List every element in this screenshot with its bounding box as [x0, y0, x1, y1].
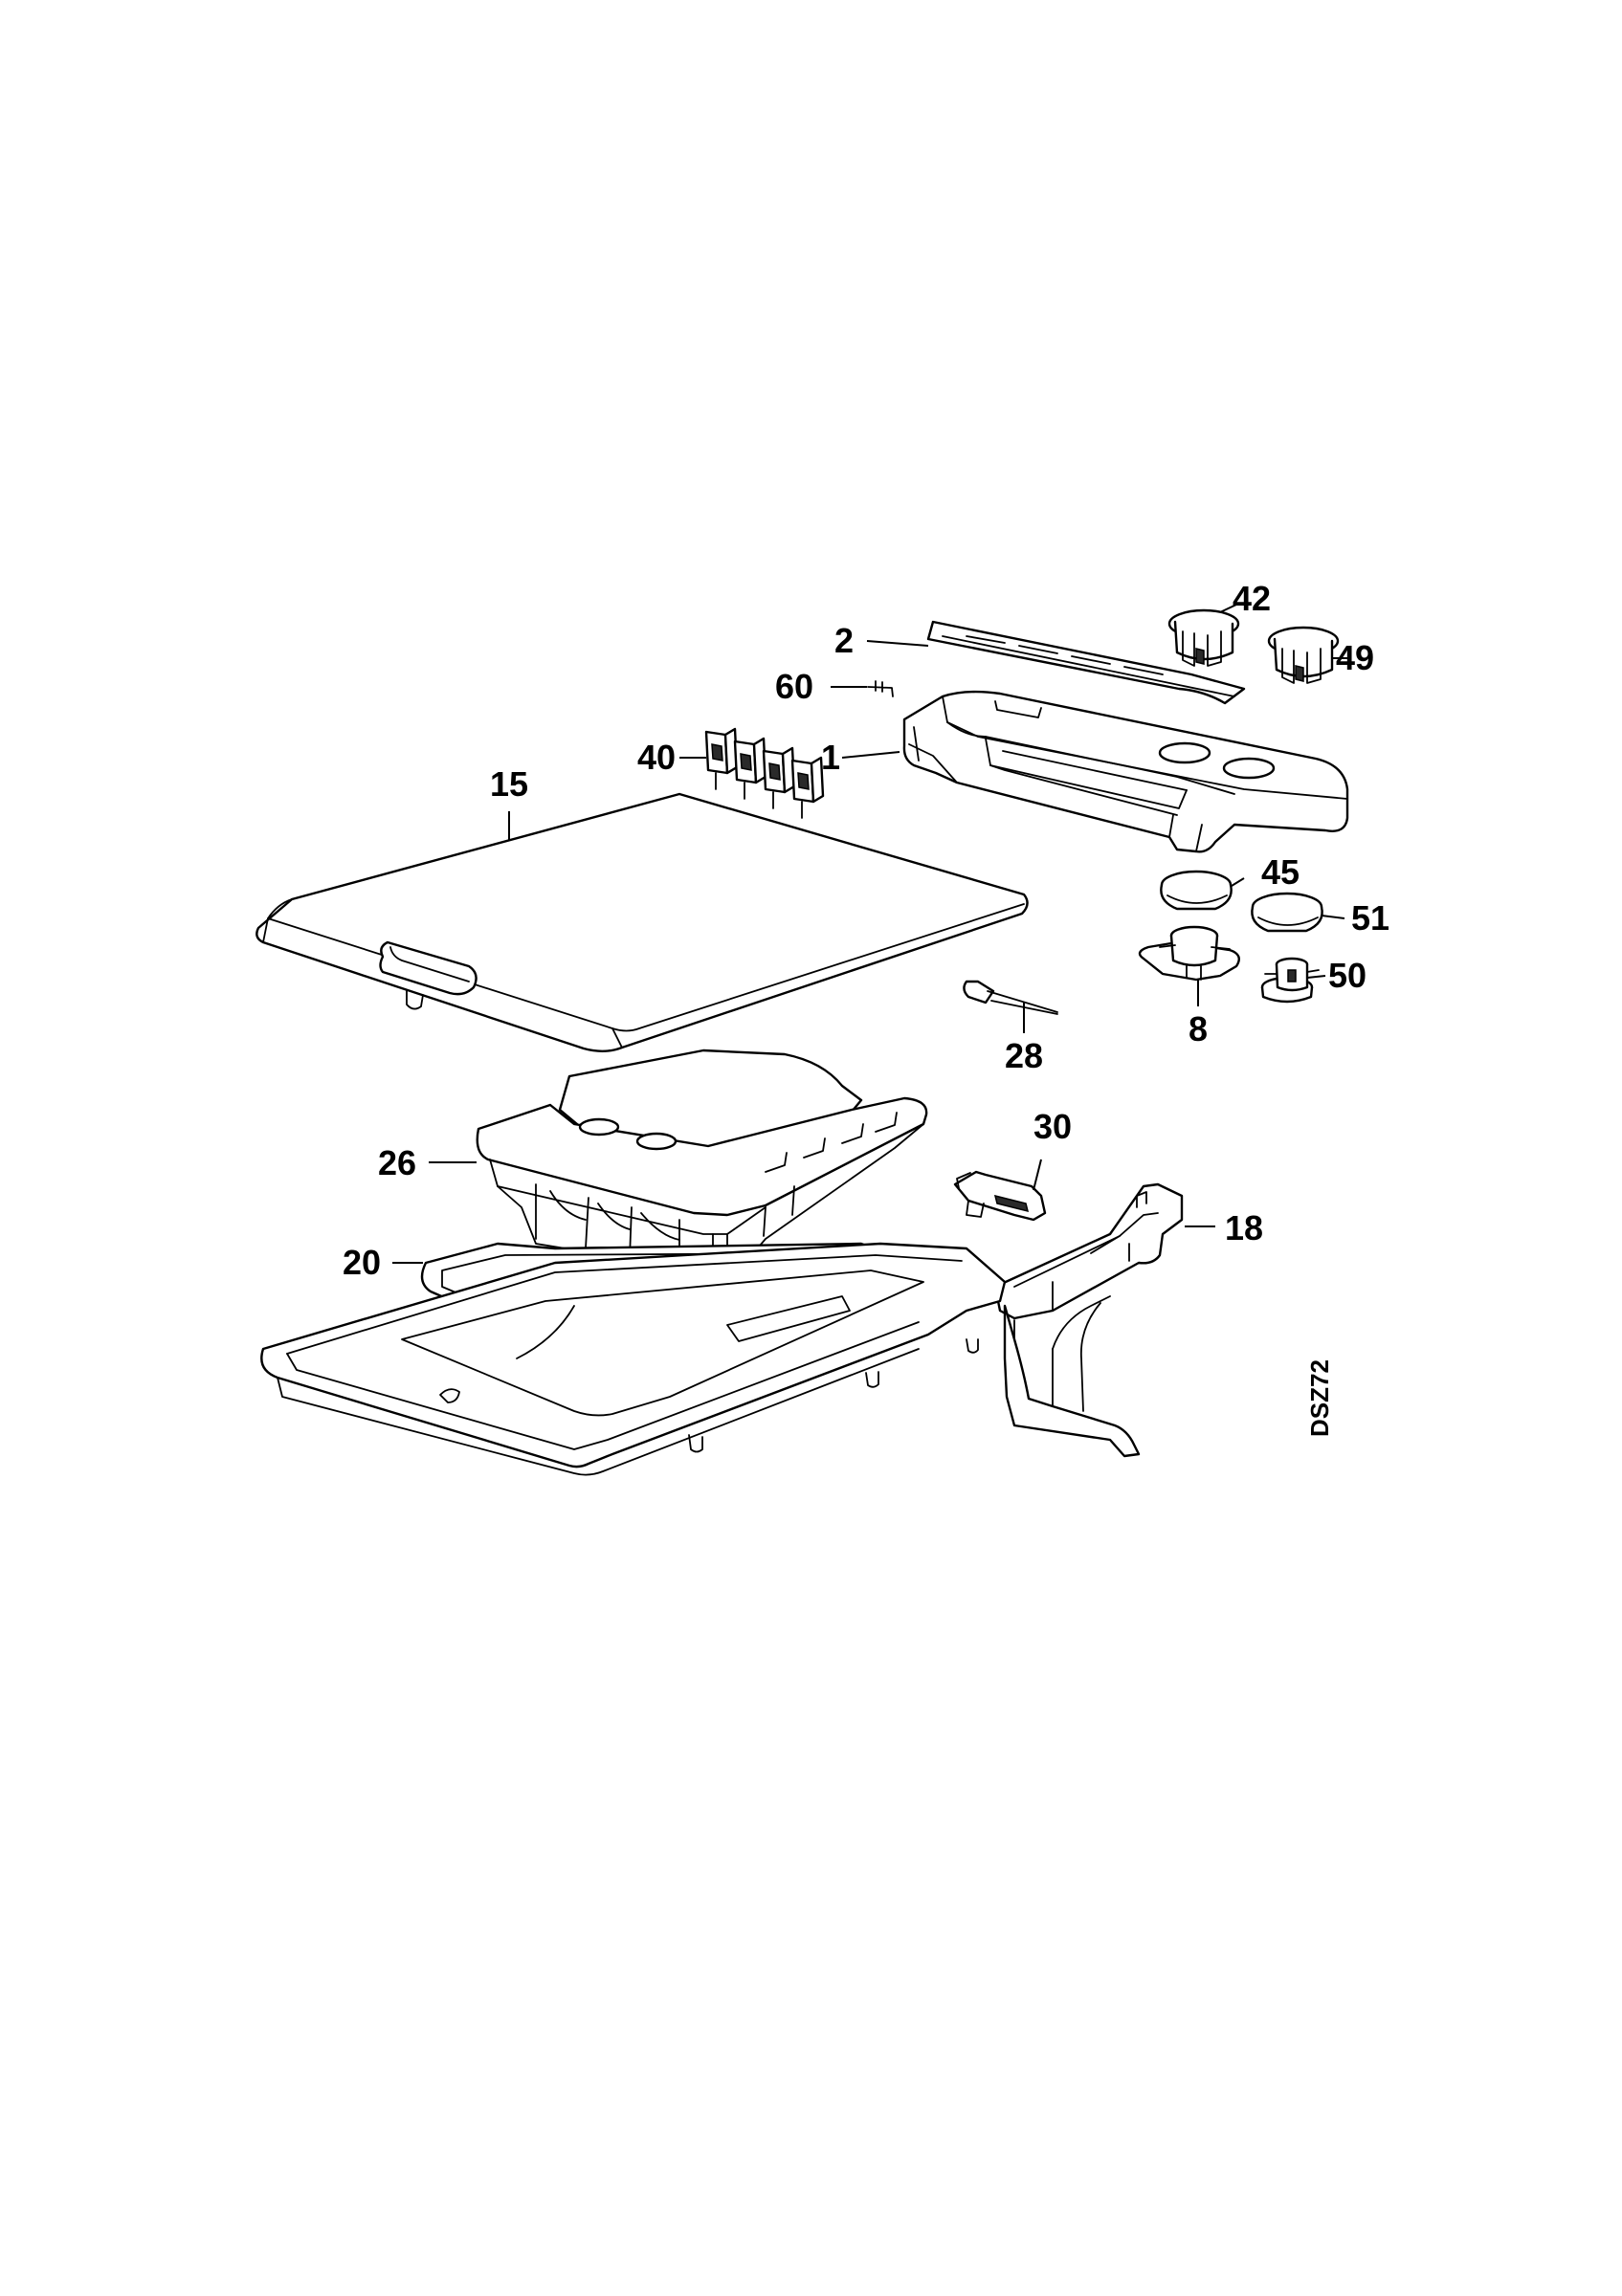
callout-1: 1 — [821, 738, 840, 777]
callout-8: 8 — [1189, 1009, 1208, 1049]
part-18-hinge-bracket — [993, 1182, 1184, 1320]
part-8-spindle-plate — [1138, 925, 1240, 982]
callout-60: 60 — [775, 667, 813, 706]
leader-30 — [1033, 1159, 1042, 1191]
part-51-cap — [1251, 892, 1323, 933]
part-15-top-lid — [256, 792, 1029, 1052]
part-40-switch-block — [704, 727, 825, 819]
part-28-pin — [963, 980, 1058, 1015]
callout-18: 18 — [1225, 1208, 1263, 1247]
leader-50 — [1306, 975, 1326, 979]
callout-15: 15 — [490, 764, 528, 804]
callout-50: 50 — [1328, 956, 1366, 995]
part-49-knob — [1267, 626, 1340, 684]
callout-42: 42 — [1233, 579, 1271, 618]
callout-45: 45 — [1261, 852, 1300, 892]
callout-40: 40 — [637, 738, 676, 777]
leader-lines — [392, 604, 1349, 1264]
callout-20: 20 — [343, 1243, 381, 1282]
leader-51 — [1321, 915, 1345, 919]
callout-49: 49 — [1336, 638, 1374, 677]
leader-45 — [1231, 877, 1245, 887]
part-45-cap — [1160, 870, 1233, 911]
drawing-code: DSZ72 — [1305, 1359, 1334, 1437]
callout-26: 26 — [378, 1143, 416, 1182]
leader-2 — [866, 640, 929, 647]
callout-51: 51 — [1351, 898, 1389, 938]
callout-30: 30 — [1033, 1107, 1072, 1146]
worktop-frame — [260, 1242, 1141, 1476]
part-42-knob — [1167, 608, 1240, 667]
callout-2: 2 — [834, 621, 854, 660]
callout-28: 28 — [1005, 1036, 1043, 1075]
leader-42 — [1219, 604, 1237, 613]
part-60-clip — [867, 680, 894, 697]
leader-1 — [841, 751, 900, 759]
part-1-control-panel-housing — [902, 690, 1349, 853]
part-50-spindle — [1260, 957, 1320, 1004]
part-26-detergent-dispenser — [476, 1049, 928, 1273]
part-30-latch — [953, 1170, 1047, 1222]
part-2-control-panel-strip — [926, 620, 1246, 705]
callout-labels: 2 60 1 40 15 42 49 45 51 50 8 28 26 30 1… — [343, 579, 1389, 1282]
